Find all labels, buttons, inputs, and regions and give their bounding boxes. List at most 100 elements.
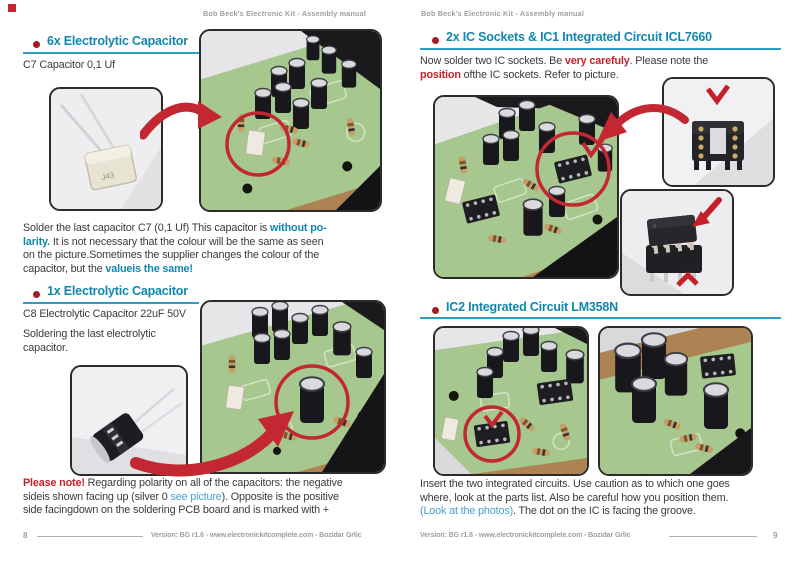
film-capacitor-on-board [245,129,266,157]
electrolytic-capacitor [292,97,310,129]
electrolytic-capacitor [288,57,306,89]
red-arrow-icon [692,197,722,227]
resistor [679,433,697,443]
film-capacitor-photo: J43 [49,87,163,211]
text-segment: ofthe IC sockets. Refer to picture. [460,68,619,81]
ic-chip [646,214,697,254]
text-segment: capacitor. [23,341,68,354]
resistor [695,443,713,453]
highlight-circle [274,364,350,440]
ic-socket-photo [662,77,775,187]
red-check-icon [706,84,731,106]
c7-paragraph: Solder the last capacitor C7 (0,1 Uf) Th… [23,222,397,276]
red-check-icon [581,137,605,159]
ic-socket-on-board [554,154,592,184]
ic-socket-on-board [700,353,736,379]
section-bullet [432,37,439,44]
resistor [488,234,506,244]
text-segment: Now solder two IC sockets. Be [420,55,565,67]
resistor [346,118,356,136]
page-number: 9 [773,531,778,540]
electrolytic-capacitor [341,59,357,88]
electrolytic-capacitor [274,81,292,113]
electrolytic-capacitor [310,77,328,109]
section-rule [420,48,781,50]
inline-link[interactable]: see picture [170,490,222,503]
electrolytic-capacitor [522,198,544,236]
pcb-illustration-c7 [201,31,380,210]
inline-link[interactable]: (Look at the photos) [420,505,514,518]
electrolytic-capacitor [311,304,329,336]
resistor [292,138,310,148]
electrolytic-capacitor [702,382,730,429]
text-segment: larity. [23,235,50,248]
film-capacitor-body: J43 [84,144,138,191]
electrolytic-capacitor [548,185,566,217]
resistor [458,156,468,174]
c7-subtitle: C7 Capacitor 0,1 Uf [23,59,115,71]
page-header: Bob Beck's Electronic Kit - Assembly man… [421,9,585,18]
electrolytic-capacitor [522,328,540,356]
pcb-photo-ic2-circled [433,326,589,476]
highlight-circle [535,131,611,207]
text-segment: Soldering the last electrolytic [23,328,156,340]
ic-socket-on-board [536,378,574,406]
pcb-illustration-ic-sockets [435,97,617,277]
text-segment: capacitor, but the [23,262,106,275]
pcb-photo-ic-sockets [433,95,619,279]
ic2-paragraph: Insert the two integrated circuits. Use … [420,478,788,519]
pcb-photo-c8 [200,300,386,474]
section-title-ic-sockets: 2x IC Sockets & IC1 Integrated Circuit I… [446,30,712,44]
ic-socket-body [692,121,744,170]
electrolytic-capacitor [502,330,520,362]
text-segment: without po- [270,222,327,234]
text-segment: on the picture.Sometimes the supplier ch… [23,249,320,262]
resistor [559,423,571,441]
text-segment: valueis the same! [105,262,193,275]
electrolytic-capacitor [355,346,373,378]
pcb-illustration-ic2 [435,328,587,474]
section-title-ic2: IC2 Integrated Circuit LM358N [446,300,619,314]
electrolytic-capacitor [482,133,500,165]
page-number: 8 [23,531,28,540]
section-bullet [432,307,439,314]
pcb-illustration-c8 [202,302,384,472]
text-segment: very carefuly [564,55,630,67]
resistor [544,223,562,235]
red-check-icon [676,271,699,287]
section-rule [420,317,781,319]
text-segment: side facingdown on the soldering PCB boa… [23,504,329,517]
electrolytic-capacitor [291,312,309,344]
section-rule [23,302,199,304]
section-bullet [33,41,40,48]
ic-sockets-paragraph: Now solder two IC sockets. Be very caref… [420,55,780,82]
pcb-photo-ic2-closeup [598,326,753,476]
electrolytic-capacitor [663,351,689,396]
text-segment: It is not necessary that the colour will… [49,235,324,248]
text-segment: Please note! [23,477,85,489]
red-check-icon [483,410,504,429]
text-segment: ). Opposite is the positive [221,490,339,503]
electrolytic-capacitor [640,332,668,379]
section-title-6x-capacitor: 6x Electrolytic Capacitor [47,34,188,48]
electrolytic-capacitor [630,376,658,423]
text-segment: Insert the two integrated circuits. Use … [420,478,730,490]
electrolytic-capacitor [540,340,558,372]
page-9: Bob Beck's Electronic Kit - Assembly man… [397,0,793,562]
resistor [663,418,681,430]
footer-version: Version: BG r1.6 - www.electronickitcomp… [151,532,362,539]
film-capacitor-on-board [444,177,466,205]
electrolytic-capacitor [332,321,352,356]
please-note-paragraph: Please note! Regarding polarity on all o… [23,477,399,518]
highlight-circle [463,405,521,463]
footer-rule [37,536,143,537]
ic-socket-on-board [462,194,500,224]
electrolytic-capacitor [306,35,320,61]
electrolytic-capacitor-illustration [72,367,186,474]
electrolytic-capacitor [298,376,326,423]
highlight-circle [225,111,291,177]
footer-rule [669,536,757,537]
corner-mark [8,4,16,12]
text-segment: sideis shown facing up (silver 0 [23,490,171,503]
electrolytic-capacitor [253,332,271,364]
